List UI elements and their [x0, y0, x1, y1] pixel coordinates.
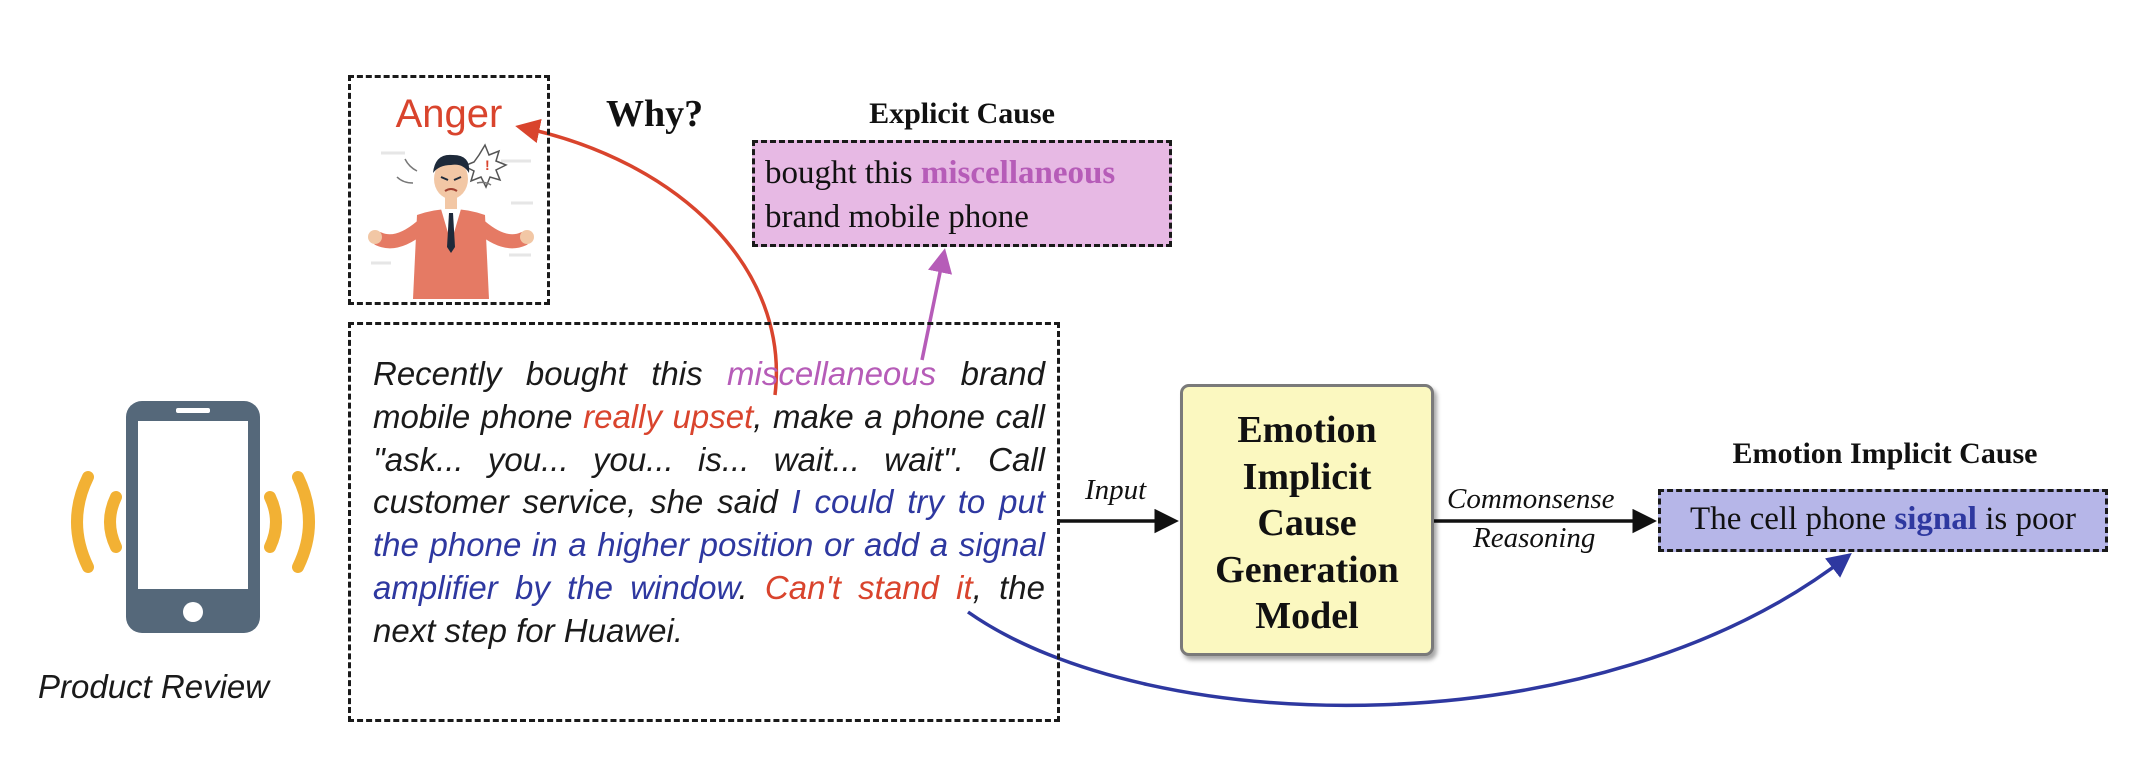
model-line: Generation	[1215, 548, 1399, 591]
implicit-cause-suffix: is poor	[1976, 501, 2076, 537]
product-review-label: Product Review	[38, 668, 270, 705]
implicit-cause-prefix: The cell phone	[1690, 501, 1895, 537]
explicit-cause-prefix: bought this	[765, 155, 921, 191]
review-suggestion: I could try to put the phone in a higher…	[373, 483, 1045, 606]
explicit-cause-highlight: miscellaneous	[920, 155, 1116, 191]
explicit-cause-line2: brand mobile phone	[765, 199, 1029, 235]
emotion-box: Anger !	[348, 75, 550, 305]
explicit-cause-text: bought this miscellaneous brand mobile p…	[765, 151, 1115, 239]
implicit-cause-highlight: signal	[1894, 501, 1977, 537]
angry-man-illustration: !	[368, 143, 534, 299]
review-part-3: , make a phone call "ask... you... you..…	[373, 397, 1045, 521]
model-line: Model	[1255, 595, 1359, 637]
product-review-box: Recently bought this miscellaneous brand…	[348, 322, 1060, 722]
implicit-cause-box: The cell phone signal is poor	[1658, 489, 2108, 552]
review-cant-stand: Can't stand it	[764, 568, 973, 606]
reasoning-label: Reasoning	[1473, 522, 1596, 554]
emotion-label: Anger	[395, 92, 503, 136]
svg-text:!: !	[485, 157, 490, 173]
explicit-cause-title: Explicit Cause	[869, 97, 1055, 130]
explicit-cause-arrow	[920, 248, 953, 361]
implicit-cause-text: The cell phone signal is poor	[1661, 501, 2105, 538]
model-title: Emotion Implicit Cause Generation Model	[1183, 407, 1431, 640]
review-part-4: .	[738, 568, 765, 606]
model-line: Cause	[1257, 502, 1357, 544]
review-part-2: brand mobile phone	[373, 355, 1045, 435]
review-really-upset: really upset	[583, 397, 754, 435]
review-miscellaneous: miscellaneous	[727, 355, 937, 392]
model-line: Emotion	[1237, 409, 1377, 451]
why-label: Why?	[606, 93, 704, 135]
explicit-cause-box: bought this miscellaneous brand mobile p…	[752, 140, 1172, 247]
input-label: Input	[1085, 474, 1147, 506]
generation-model-box: Emotion Implicit Cause Generation Model	[1180, 384, 1434, 656]
review-part-1: Recently bought this	[373, 355, 728, 392]
anger-arrow	[515, 118, 779, 396]
review-text: Recently bought this miscellaneous brand…	[373, 353, 1045, 653]
implicit-cause-arrow	[966, 552, 1852, 708]
mobile-phone-ringing-icon	[71, 401, 315, 633]
commonsense-label: Commonsense	[1447, 483, 1615, 515]
model-line: Implicit	[1242, 455, 1372, 498]
implicit-cause-title: Emotion Implicit Cause	[1732, 437, 2038, 470]
review-part-5: , the next step for Huawei.	[373, 568, 1045, 649]
